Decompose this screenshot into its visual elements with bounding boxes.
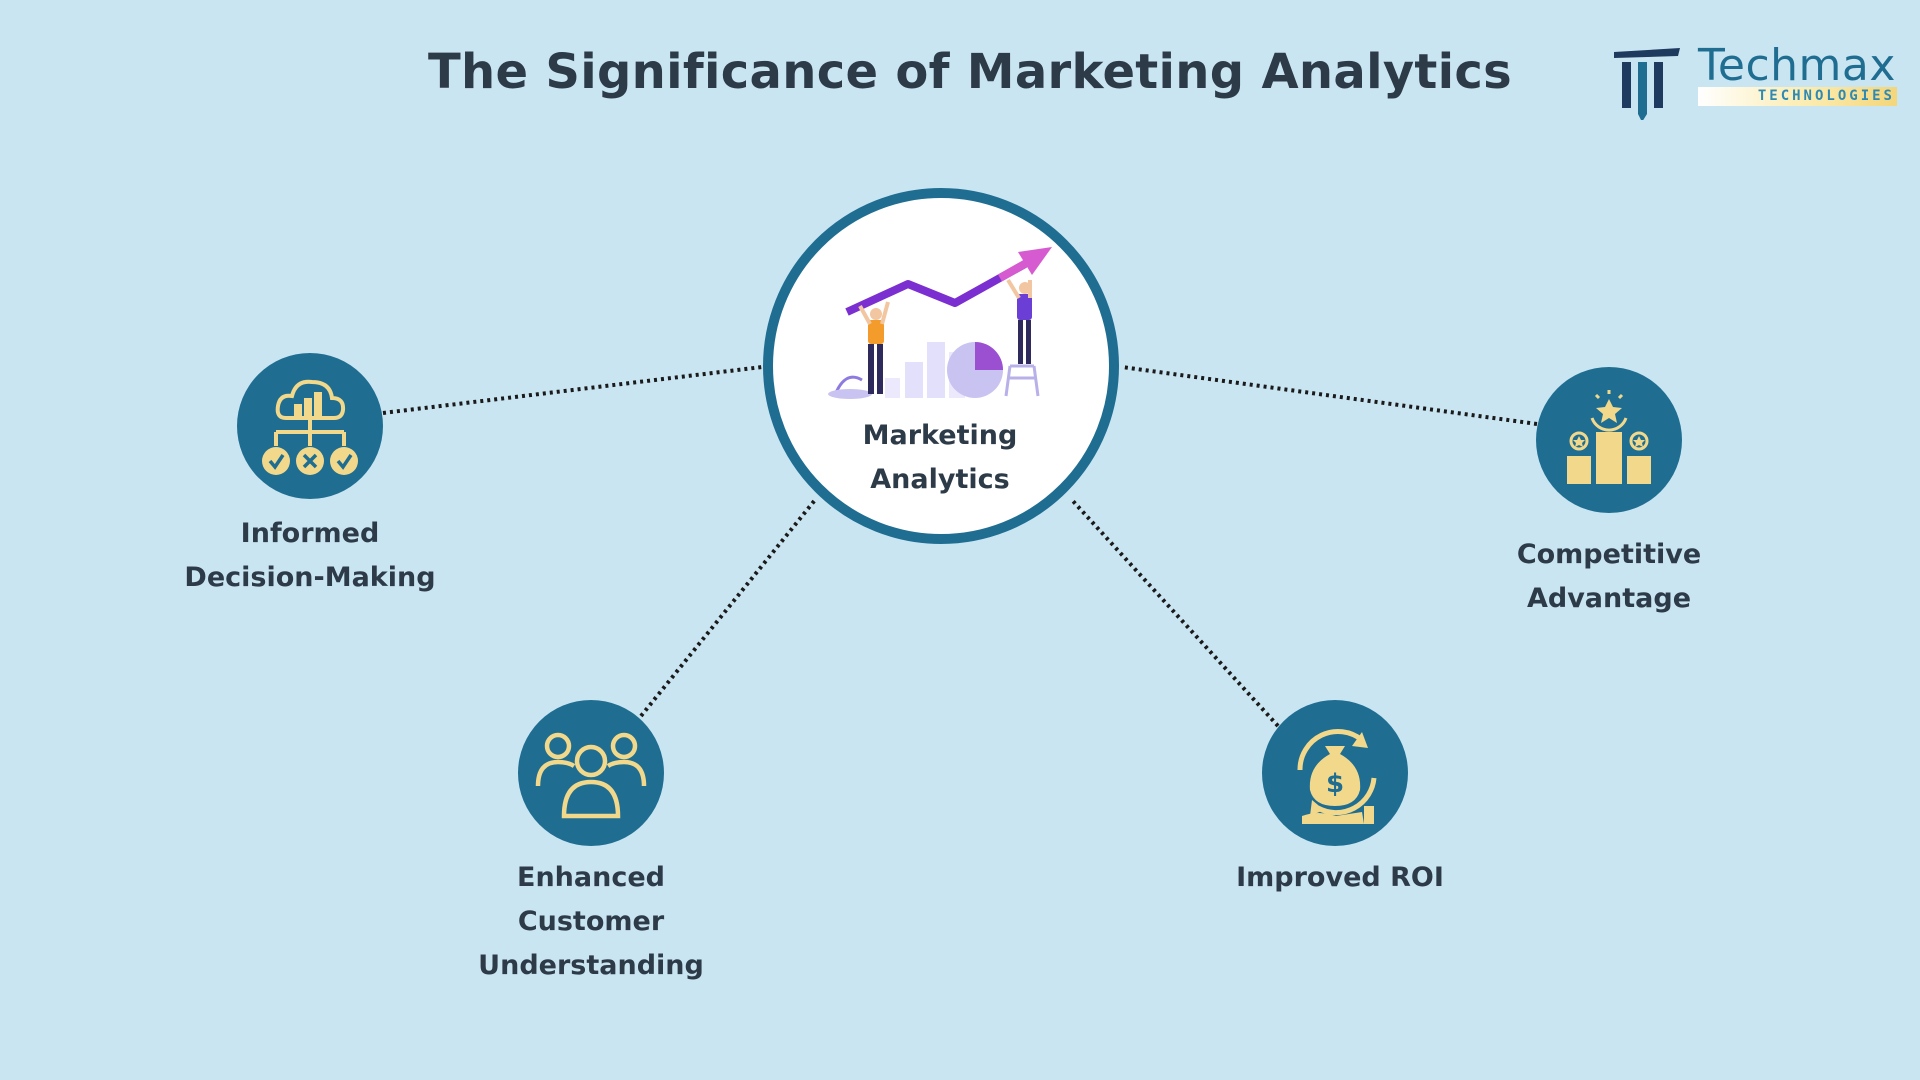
center-node (763, 188, 1119, 544)
label-roi: Improved ROI (1190, 856, 1490, 900)
label-roi-line1: Improved ROI (1236, 862, 1444, 893)
brand-subtitle: TECHNOLOGIES (1698, 87, 1897, 106)
center-label-line1: Marketing (862, 420, 1018, 451)
user-group-icon (535, 732, 647, 819)
label-customer: Enhanced Customer Understanding (441, 856, 741, 988)
center-label-line2: Analytics (870, 464, 1010, 495)
brand-name: Techmax (1698, 40, 1896, 91)
connector-competitive (1121, 365, 1538, 426)
brand-logo: Techmax TECHNOLOGIES (1610, 40, 1900, 120)
money-bag-hand-icon: $ (1297, 728, 1377, 824)
label-informed-line1: Informed (240, 518, 380, 549)
node-competitive (1536, 367, 1682, 513)
brand-mark-icon (1614, 48, 1680, 120)
label-competitive-line2: Advantage (1526, 583, 1692, 614)
connector-informed (382, 365, 763, 415)
growth-chart-illustration (828, 247, 1052, 399)
center-label: Marketing Analytics (820, 414, 1060, 502)
podium-star-icon (1567, 390, 1651, 484)
label-customer-line1: Enhanced (517, 862, 665, 893)
svg-text:$: $ (1326, 769, 1344, 799)
label-informed-line2: Decision-Making (184, 562, 436, 593)
label-competitive-line1: Competitive (1516, 539, 1702, 570)
label-customer-line3: Understanding (478, 950, 704, 981)
page-title: The Significance of Marketing Analytics (427, 44, 1513, 100)
node-customer (518, 700, 664, 846)
label-customer-line2: Customer (517, 906, 665, 937)
node-informed (237, 353, 383, 499)
connector-customer (639, 498, 817, 718)
connector-roi (1070, 498, 1280, 728)
cloud-decision-tree-icon (274, 379, 346, 446)
label-informed: Informed Decision-Making (160, 512, 460, 600)
node-roi: $ (1262, 700, 1408, 846)
label-competitive: Competitive Advantage (1459, 533, 1759, 621)
